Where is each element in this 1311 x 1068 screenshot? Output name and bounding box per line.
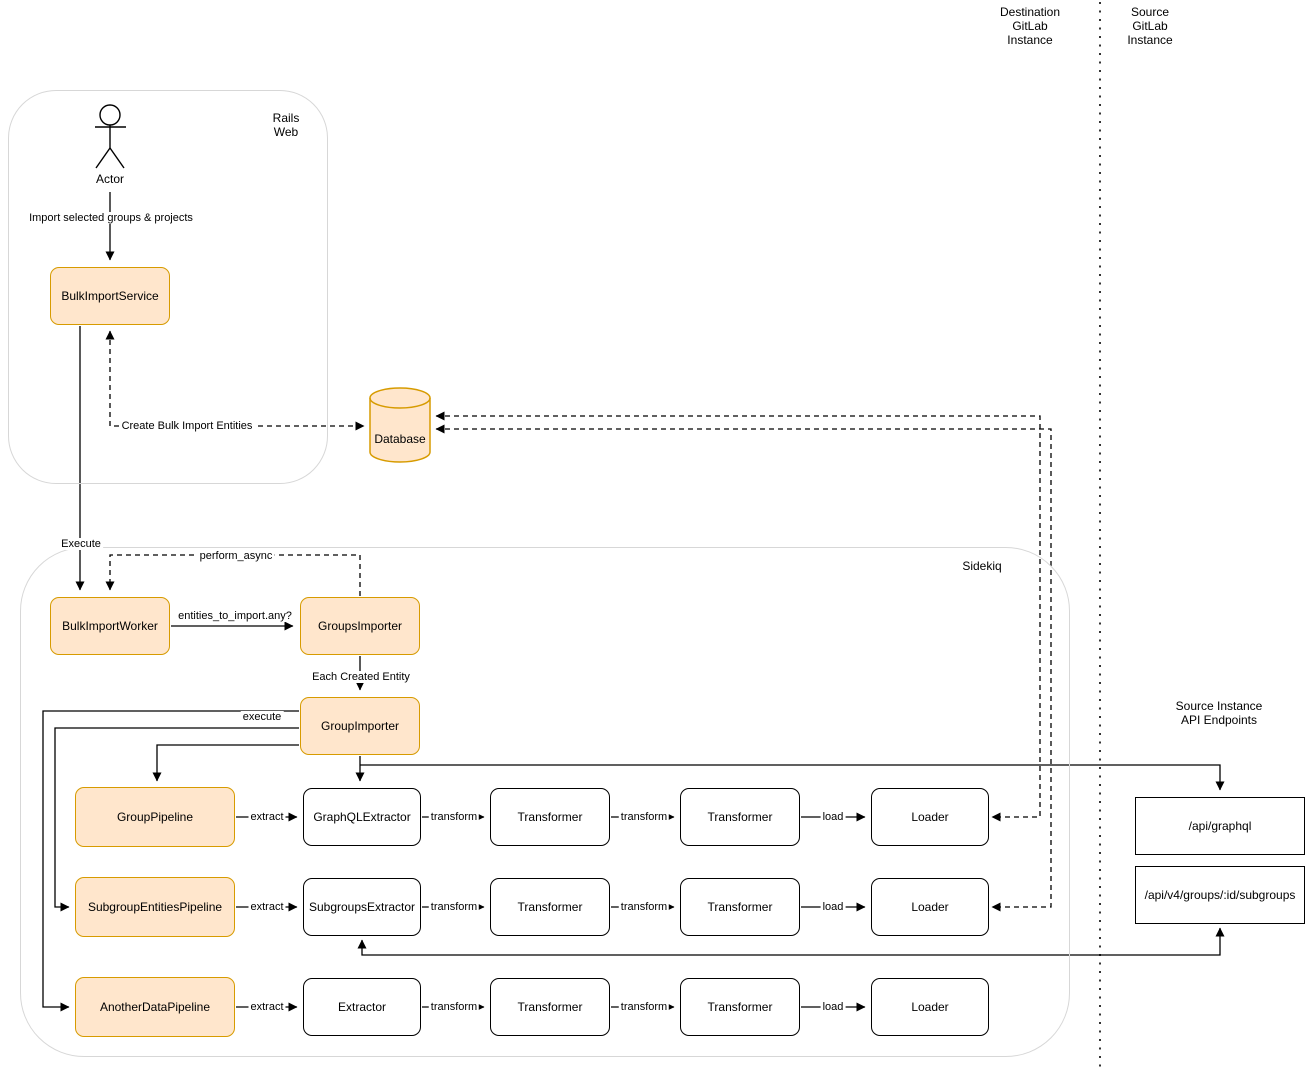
- node-graphqlextractor: GraphQLExtractor: [303, 788, 421, 846]
- edge-create-bulk-import-entities: [105, 330, 365, 431]
- database-label: Database: [374, 432, 426, 446]
- edge-label-transform2-row1: transform: [618, 811, 670, 823]
- edge-label-transform1-row3: transform: [428, 1001, 480, 1013]
- edge-label-transform1-row2: transform: [428, 901, 480, 913]
- edge-subgroupsextractor-to-api-subgroups: [357, 927, 1225, 956]
- edge-label-load-row2: load: [820, 901, 846, 913]
- node-extractor: Extractor: [303, 978, 421, 1036]
- node-transformer-2-row1: Transformer: [680, 788, 800, 846]
- actor-label: Actor: [95, 172, 125, 186]
- edge-label-import-selected: Import selected groups & projects: [27, 212, 195, 224]
- node-bulkimportservice: BulkImportService: [50, 267, 170, 325]
- node-grouppipeline: GroupPipeline: [75, 787, 235, 847]
- edge-label-extract-row3: extract: [248, 1001, 286, 1013]
- node-transformer-2-row3: Transformer: [680, 978, 800, 1036]
- edge-execute-subgroupentitiespipeline: [54, 727, 299, 912]
- node-loader-row1: Loader: [871, 788, 989, 846]
- source-lane-label: Source GitLab Instance: [1127, 5, 1173, 47]
- node-subgroupsextractor: SubgroupsExtractor: [303, 878, 421, 936]
- edge-label-inner-execute: execute: [240, 711, 284, 723]
- edge-label-load-row3: load: [820, 1001, 846, 1013]
- edge-execute-grouppipeline: [152, 744, 299, 782]
- edge-label-extract-row2: extract: [248, 901, 286, 913]
- edge-label-transform2-row3: transform: [618, 1001, 670, 1013]
- edge-label-load-row1: load: [820, 811, 846, 823]
- node-subgroupentitiespipeline: SubgroupEntitiesPipeline: [75, 877, 235, 937]
- edge-label-each-created-entity: Each Created Entity: [310, 671, 412, 683]
- edge-database-loader2: [435, 424, 1052, 912]
- node-anotherdatapipeline: AnotherDataPipeline: [75, 977, 235, 1037]
- edge-database-loader1: [435, 411, 1041, 822]
- actor-icon: [95, 104, 126, 169]
- destination-lane-label: Destination GitLab Instance: [999, 5, 1061, 47]
- node-groupsimporter: GroupsImporter: [300, 597, 420, 655]
- sidekiq-container: [20, 547, 1070, 1057]
- api-endpoints-title: Source Instance API Endpoints: [1175, 699, 1263, 727]
- rails-web-container: [8, 90, 328, 484]
- node-loader-row3: Loader: [871, 978, 989, 1036]
- edge-label-transform1-row1: transform: [428, 811, 480, 823]
- node-groupimporter: GroupImporter: [300, 697, 420, 755]
- node-transformer-1-row1: Transformer: [490, 788, 610, 846]
- node-bulkimportworker: BulkImportWorker: [50, 597, 170, 655]
- edge-label-extract-row1: extract: [248, 811, 286, 823]
- edge-label-entities-to-import: entities_to_import.any?: [176, 610, 294, 622]
- node-transformer-1-row2: Transformer: [490, 878, 610, 936]
- node-api-subgroups: /api/v4/groups/:id/subgroups: [1135, 866, 1305, 924]
- edge-label-perform-async: perform_async: [197, 550, 275, 562]
- database-cylinder: [369, 387, 431, 463]
- node-loader-row2: Loader: [871, 878, 989, 936]
- rails-web-label: Rails Web: [272, 111, 300, 139]
- edge-label-execute: Execute: [59, 538, 103, 550]
- edge-label-transform2-row2: transform: [618, 901, 670, 913]
- node-transformer-2-row2: Transformer: [680, 878, 800, 936]
- edge-label-create-bulk-import-entities: Create Bulk Import Entities: [119, 420, 255, 432]
- node-transformer-1-row3: Transformer: [490, 978, 610, 1036]
- node-api-graphql: /api/graphql: [1135, 797, 1305, 855]
- sidekiq-label: Sidekiq: [962, 559, 1002, 573]
